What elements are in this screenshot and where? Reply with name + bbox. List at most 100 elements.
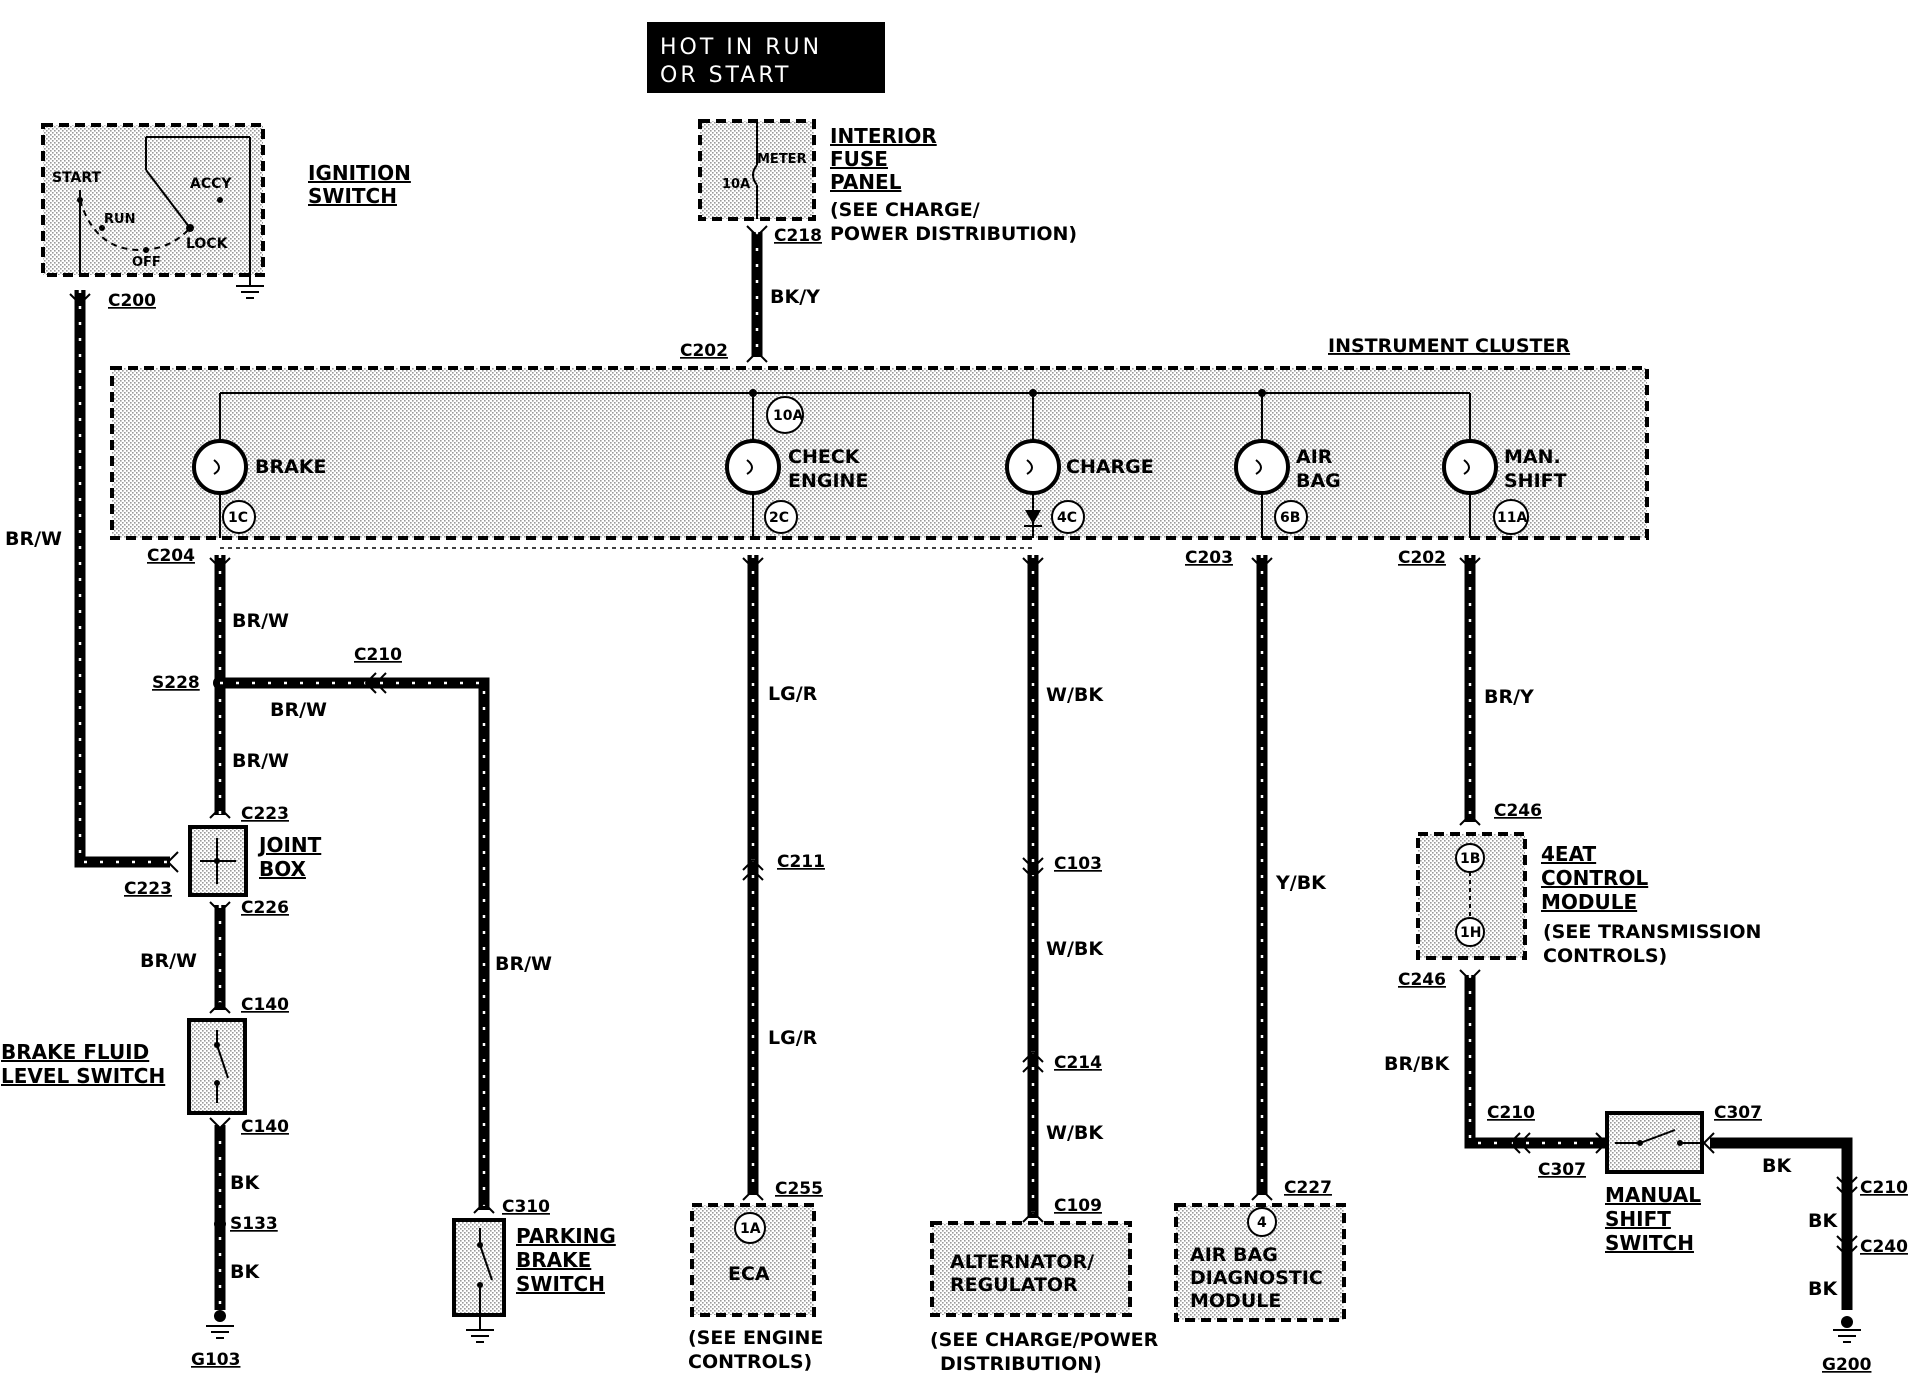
hot-in-run-banner: HOT IN RUN OR START	[647, 22, 885, 93]
cluster-pin-10a: 10A	[773, 408, 803, 424]
connector-c103: C103	[1054, 854, 1102, 874]
svg-text:CHARGE: CHARGE	[1066, 456, 1154, 478]
svg-text:JOINT: JOINT	[257, 833, 322, 857]
svg-text:BOX: BOX	[259, 857, 307, 881]
ground-g103: G103	[191, 1310, 240, 1370]
position-accy: ACCY	[190, 176, 232, 192]
lamp-charge: CHARGE 4C	[1005, 393, 1154, 538]
svg-text:LG/R: LG/R	[768, 1027, 818, 1049]
svg-text:CONTROL: CONTROL	[1541, 866, 1648, 890]
splice-s228: S228	[152, 673, 200, 693]
svg-text:BR/BK: BR/BK	[1384, 1053, 1451, 1075]
svg-text:BR/W: BR/W	[270, 699, 327, 721]
svg-text:MODULE: MODULE	[1541, 890, 1637, 914]
svg-text:W/BK: W/BK	[1046, 938, 1104, 960]
instrument-cluster: INSTRUMENT CLUSTER C202 10A BRAKE 1C CHE…	[110, 335, 1649, 568]
connector-c214: C214	[1054, 1053, 1102, 1073]
svg-text:G200: G200	[1822, 1355, 1872, 1375]
connector-c310: C310	[502, 1197, 550, 1217]
svg-text:6B: 6B	[1280, 510, 1300, 526]
svg-text:BK: BK	[230, 1172, 260, 1194]
svg-text:SHIFT: SHIFT	[1605, 1207, 1671, 1231]
connector-c218: C218	[774, 226, 822, 246]
connector-c202-top: C202	[680, 341, 728, 361]
svg-text:W/BK: W/BK	[1046, 684, 1104, 706]
connector-c240: C240	[1860, 1237, 1908, 1257]
svg-text:BRAKE: BRAKE	[255, 456, 327, 478]
svg-text:(SEE ENGINE: (SEE ENGINE	[688, 1327, 823, 1349]
svg-text:BK: BK	[1808, 1210, 1838, 1232]
connector-c140-bottom: C140	[241, 1117, 289, 1137]
position-run: RUN	[104, 212, 135, 227]
connector-c200: C200	[108, 291, 156, 311]
svg-text:4C: 4C	[1057, 510, 1077, 526]
splice-s133: S133	[230, 1214, 278, 1234]
svg-text:BR/Y: BR/Y	[1484, 686, 1534, 708]
lamp-brake: BRAKE 1C	[192, 393, 327, 538]
connector-c203: C203	[1185, 548, 1233, 568]
connector-c210-left: C210	[354, 645, 402, 665]
connector-marks: C211 C103 C214 C210 C210 C240	[69, 225, 1908, 1258]
svg-text:IGNITION: IGNITION	[308, 161, 411, 185]
position-start: START	[52, 170, 102, 186]
lamp-man-shift: MAN. SHIFT 11A	[1442, 393, 1567, 538]
connector-c211: C211	[777, 852, 825, 872]
connector-c255: C255	[775, 1179, 823, 1199]
fuse-name: METER	[757, 152, 807, 167]
svg-text:BRAKE FLUID: BRAKE FLUID	[1, 1040, 149, 1064]
svg-text:HOT IN RUN: HOT IN RUN	[660, 35, 822, 60]
svg-text:1H: 1H	[1460, 925, 1481, 941]
svg-text:W/BK: W/BK	[1046, 1122, 1104, 1144]
svg-text:ALTERNATOR/: ALTERNATOR/	[950, 1251, 1094, 1273]
ignition-switch: START RUN OFF LOCK ACCY IGNITION SWITCH …	[41, 123, 411, 311]
svg-text:G103: G103	[191, 1350, 240, 1370]
connector-c226: C226	[241, 898, 289, 918]
svg-text:BK: BK	[1762, 1155, 1792, 1177]
alternator-regulator: ALTERNATOR/ REGULATOR (SEE CHARGE/POWER …	[930, 1196, 1159, 1375]
connector-c204: C204	[147, 546, 195, 566]
svg-text:INSTRUMENT CLUSTER: INSTRUMENT CLUSTER	[1328, 335, 1570, 357]
svg-text:4: 4	[1257, 1215, 1267, 1231]
svg-text:PANEL: PANEL	[830, 170, 902, 194]
svg-text:BR/W: BR/W	[140, 950, 197, 972]
svg-text:AIR: AIR	[1296, 446, 1333, 468]
svg-text:BR/W: BR/W	[495, 953, 552, 975]
connector-c246-top: C246	[1494, 801, 1542, 821]
svg-text:BR/W: BR/W	[232, 750, 289, 772]
position-off: OFF	[132, 255, 161, 270]
lamp-check-engine: CHECK ENGINE 2C	[725, 393, 868, 538]
lamp-air-bag: AIR BAG 6B	[1234, 393, 1341, 538]
connector-c223-top: C223	[241, 804, 289, 824]
svg-text:SWITCH: SWITCH	[308, 184, 397, 208]
svg-text:PARKING: PARKING	[516, 1224, 616, 1248]
4eat-control-module: 1B 1H 4EAT CONTROL MODULE (SEE TRANSMISS…	[1398, 801, 1761, 990]
svg-text:MODULE: MODULE	[1190, 1290, 1281, 1312]
svg-text:11A: 11A	[1497, 510, 1527, 526]
svg-text:OR START: OR START	[660, 63, 791, 88]
connector-c109: C109	[1054, 1196, 1102, 1216]
svg-text:CONTROLS): CONTROLS)	[688, 1351, 812, 1373]
svg-text:SWITCH: SWITCH	[1605, 1231, 1694, 1255]
connector-c227: C227	[1284, 1178, 1332, 1198]
svg-text:BRAKE: BRAKE	[516, 1248, 591, 1272]
svg-text:(SEE CHARGE/POWER: (SEE CHARGE/POWER	[930, 1329, 1159, 1351]
svg-text:CHECK: CHECK	[788, 446, 861, 468]
svg-text:INTERIOR: INTERIOR	[830, 124, 937, 148]
svg-text:SHIFT: SHIFT	[1504, 470, 1567, 492]
svg-text:CONTROLS): CONTROLS)	[1543, 945, 1667, 967]
svg-text:REGULATOR: REGULATOR	[950, 1274, 1078, 1296]
connector-c210-g200: C210	[1860, 1178, 1908, 1198]
svg-text:BR/W: BR/W	[5, 528, 62, 550]
svg-text:2C: 2C	[769, 510, 789, 526]
brake-fluid-level-switch: BRAKE FLUID LEVEL SWITCH C140 C140	[1, 995, 289, 1137]
connector-c202-bottom: C202	[1398, 548, 1446, 568]
connector-c210-right: C210	[1487, 1103, 1535, 1123]
connector-c223-left: C223	[124, 879, 172, 899]
svg-text:1B: 1B	[1460, 851, 1480, 867]
parking-brake-switch: PARKING BRAKE SWITCH C310	[452, 1197, 616, 1343]
svg-text:BK: BK	[1808, 1278, 1838, 1300]
svg-text:BAG: BAG	[1296, 470, 1341, 492]
manual-shift-switch: MANUAL SHIFT SWITCH C307 C307	[1538, 1103, 1762, 1255]
svg-text:4EAT: 4EAT	[1541, 842, 1597, 866]
joint-box: JOINT BOX C223 C223 C226	[124, 804, 322, 918]
